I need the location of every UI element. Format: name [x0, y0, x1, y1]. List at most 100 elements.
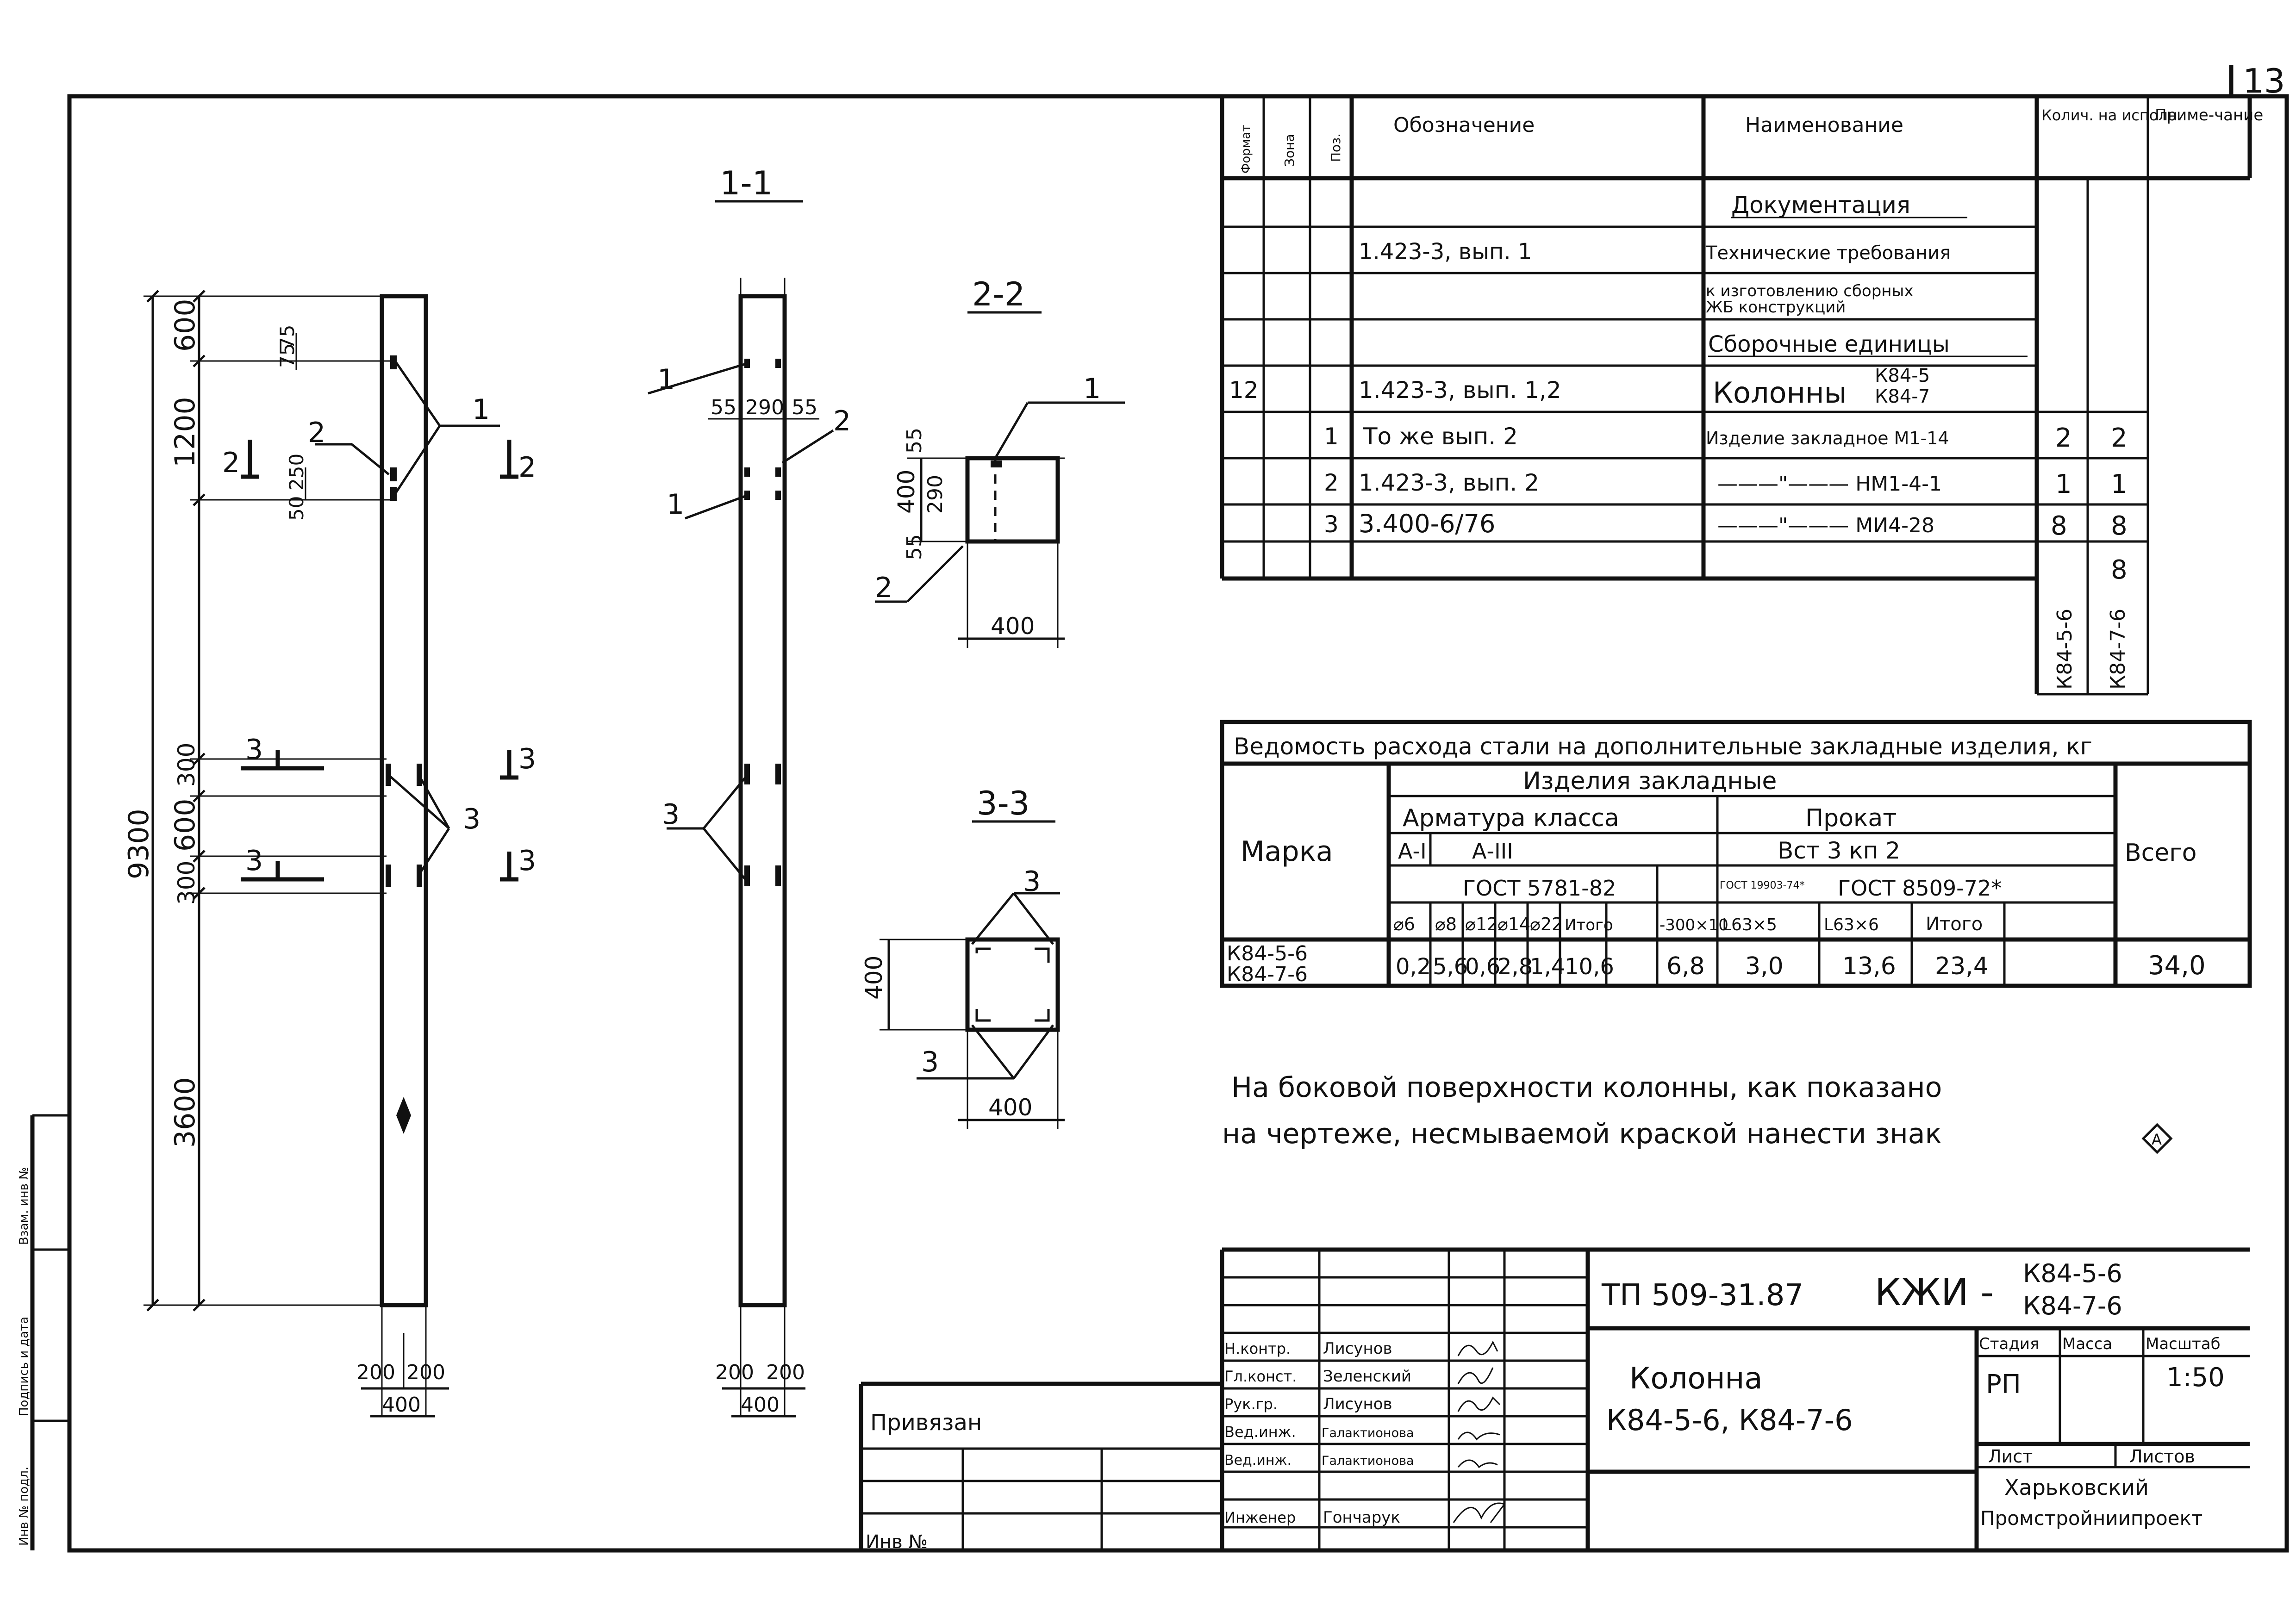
svg-text:Сборочные единицы: Сборочные единицы — [1708, 331, 1950, 357]
svg-text:400: 400 — [382, 1393, 421, 1417]
dim-3600: 3600 — [169, 1077, 201, 1148]
svg-text:55: 55 — [792, 396, 817, 419]
svg-text:55: 55 — [903, 428, 926, 454]
stamp-code: ТП 509-31.87 — [1601, 1278, 1803, 1313]
svg-text:1.423-3, вып. 2: 1.423-3, вып. 2 — [1359, 469, 1539, 496]
svg-text:1: 1 — [2055, 469, 2072, 499]
svg-text:к изготовлению сборных: к изготовлению сборных — [1706, 282, 1913, 300]
svg-text:Лисунов: Лисунов — [1323, 1395, 1392, 1413]
svg-text:34,0: 34,0 — [2148, 951, 2206, 981]
note-line-1: На боковой поверхности колонны, как пока… — [1231, 1071, 1942, 1104]
svg-text:Прокат: Прокат — [1805, 804, 1897, 832]
section-3-3-label: 3-3 — [977, 784, 1029, 822]
svg-text:2: 2 — [833, 405, 851, 437]
dim-300a: 300 — [173, 743, 200, 787]
svg-text:Лист: Лист — [1988, 1446, 2033, 1467]
svg-text:3: 3 — [662, 798, 680, 831]
svg-text:То же вып. 2: То же вып. 2 — [1363, 423, 1518, 450]
svg-text:Технические требования: Технические требования — [1705, 243, 1951, 264]
svg-text:6,8: 6,8 — [1666, 952, 1705, 980]
column-elevation: 600 1200 9300 300 600 300 3600 75 75 250… — [123, 290, 536, 1418]
svg-text:55: 55 — [711, 396, 736, 419]
svg-text:12: 12 — [1229, 377, 1259, 404]
svg-text:Изделия закладные: Изделия закладные — [1523, 767, 1777, 795]
svg-text:1: 1 — [1324, 423, 1339, 450]
svg-text:200: 200 — [715, 1361, 754, 1384]
svg-text:Лисунов: Лисунов — [1323, 1339, 1392, 1358]
svg-text:3: 3 — [921, 1046, 939, 1078]
svg-text:К84-5-6: К84-5-6 — [1227, 942, 1308, 965]
binding-strip: Инв № подл. Подпись и дата Взам. инв № — [17, 1114, 69, 1550]
svg-text:К84-5-6: К84-5-6 — [2023, 1259, 2122, 1288]
note: На боковой поверхности колонны, как пока… — [1222, 1071, 2173, 1154]
svg-text:3: 3 — [518, 743, 536, 775]
svg-text:Вст 3 кп 2: Вст 3 кп 2 — [1778, 837, 1900, 864]
svg-text:К84-5-6: К84-5-6 — [2053, 609, 2077, 690]
svg-text:Арматура класса: Арматура класса — [1403, 804, 1619, 832]
svg-text:1.423-3, вып. 1: 1.423-3, вып. 1 — [1359, 239, 1532, 265]
svg-text:⌀14: ⌀14 — [1497, 914, 1530, 934]
svg-text:1: 1 — [2111, 469, 2128, 499]
svg-text:75: 75 — [276, 325, 299, 349]
svg-text:Н.контр.: Н.контр. — [1224, 1340, 1291, 1357]
svg-text:Наименование: Наименование — [1745, 113, 1903, 137]
sheet-number: 13 — [2243, 62, 2285, 100]
svg-text:Итого: Итого — [1926, 914, 1983, 935]
svg-text:Вед.инж.: Вед.инж. — [1224, 1452, 1292, 1468]
svg-text:Итого: Итого — [1565, 916, 1613, 934]
svg-text:⌀8: ⌀8 — [1435, 914, 1457, 934]
dim-1200: 1200 — [169, 397, 201, 467]
svg-text:L63×6: L63×6 — [1824, 915, 1879, 934]
svg-text:К84-7-6: К84-7-6 — [2106, 609, 2130, 690]
strip-inv: Инв № подл. — [17, 1467, 31, 1546]
svg-text:2: 2 — [2111, 423, 2128, 453]
svg-text:55: 55 — [903, 534, 926, 560]
column-body — [380, 294, 428, 1307]
section-1-1-label: 1-1 — [720, 164, 773, 202]
svg-text:290: 290 — [745, 396, 784, 419]
stamp-org-2: Промстройниипроект — [1980, 1507, 2202, 1530]
svg-text:ЖБ конструкций: ЖБ конструкций — [1706, 298, 1846, 317]
steel-title: Ведомость расхода стали на дополнительны… — [1234, 733, 2092, 760]
svg-text:Документация: Документация — [1731, 192, 1910, 218]
inv-label: Инв № — [866, 1531, 928, 1553]
note-line-2: на чертеже, несмываемой краской нанести … — [1222, 1118, 1942, 1150]
svg-text:Галактионова: Галактионова — [1322, 1454, 1414, 1468]
svg-text:2: 2 — [1324, 469, 1339, 496]
svg-text:Колонны: Колонны — [1713, 376, 1847, 410]
svg-text:10,6: 10,6 — [1565, 954, 1614, 980]
svg-text:-300×10: -300×10 — [1660, 916, 1728, 934]
svg-text:3: 3 — [245, 845, 263, 877]
svg-text:400: 400 — [893, 470, 920, 514]
svg-text:13,6: 13,6 — [1842, 952, 1896, 980]
svg-text:400: 400 — [861, 956, 887, 1000]
svg-text:L63×5: L63×5 — [1722, 915, 1777, 934]
bound-label: Привязан — [870, 1410, 982, 1436]
svg-text:400: 400 — [988, 1094, 1032, 1121]
svg-text:1: 1 — [1083, 373, 1101, 405]
svg-text:⌀6: ⌀6 — [1393, 914, 1415, 934]
svg-text:———"——— МИ4-28: ———"——— МИ4-28 — [1717, 514, 1934, 537]
svg-text:Листов: Листов — [2129, 1446, 2195, 1467]
svg-text:Вед.инж.: Вед.инж. — [1224, 1423, 1296, 1441]
svg-text:2: 2 — [2055, 423, 2072, 453]
svg-text:8: 8 — [2111, 511, 2128, 541]
svg-text:ГОСТ 19903-74*: ГОСТ 19903-74* — [1720, 880, 1804, 891]
stamp-org-1: Харьковский — [2004, 1475, 2149, 1500]
svg-text:2: 2 — [222, 447, 240, 479]
svg-text:3,0: 3,0 — [1745, 952, 1784, 980]
svg-text:К84-5: К84-5 — [1875, 365, 1930, 386]
sheet-frame — [67, 94, 2289, 1553]
stamp-title-2: К84-5-6, К84-7-6 — [1606, 1403, 1853, 1437]
svg-text:Обозначение: Обозначение — [1393, 113, 1535, 137]
svg-text:1: 1 — [657, 363, 675, 396]
note-sign: А — [2152, 1131, 2162, 1148]
dim-9300: 9300 — [123, 809, 155, 879]
strip-sign: Подпись и дата — [17, 1317, 31, 1416]
svg-text:Поз.: Поз. — [1328, 133, 1343, 162]
section-1-1: 1-1 1 2 1 55 290 55 3 200 200 400 — [648, 164, 851, 1418]
svg-text:Изделие закладное М1-14: Изделие закладное М1-14 — [1706, 428, 1949, 448]
svg-text:Зона: Зона — [1282, 134, 1297, 167]
svg-text:8: 8 — [2111, 555, 2128, 585]
svg-text:8: 8 — [2051, 511, 2067, 541]
